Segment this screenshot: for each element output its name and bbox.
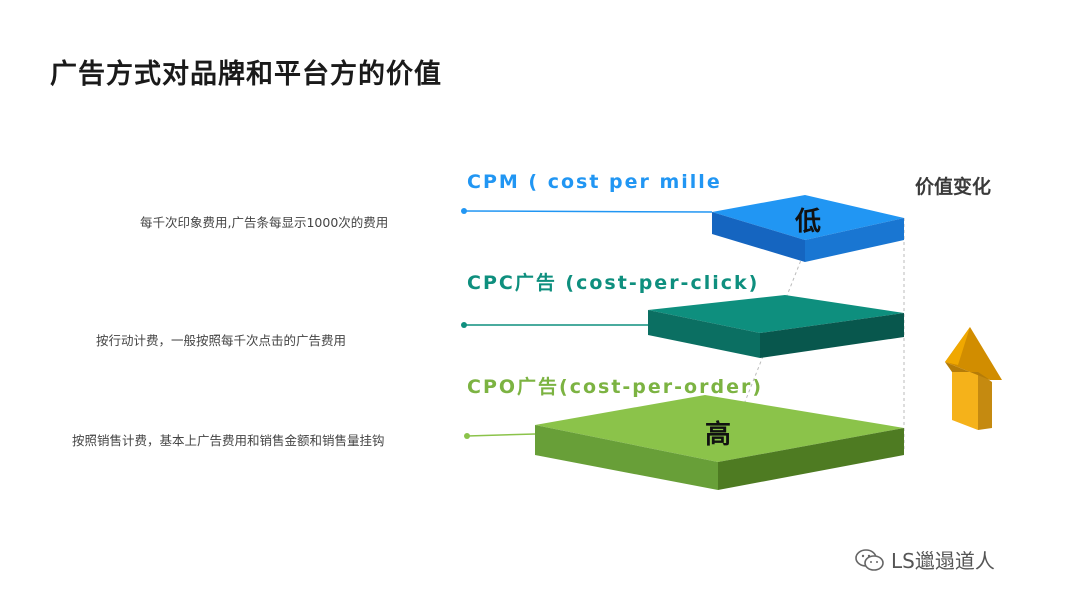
up-arrow-icon (945, 327, 1002, 430)
connector-cpm (461, 208, 713, 214)
tier-description-cpo: 按照销售计费，基本上广告费用和销售金额和销售量挂钩 (72, 433, 385, 448)
tier-label-cpm: CPM ( cost per mille (467, 171, 722, 193)
watermark: LS邋遢道人 (855, 545, 995, 574)
connector-cpo (464, 433, 536, 439)
page-title: 广告方式对品牌和平台方的价值 (50, 59, 442, 90)
value-change-label: 价值变化 (915, 176, 992, 198)
tier-label-cpo: CPO广告(cost-per-order) (467, 376, 764, 398)
wechat-icon (855, 548, 884, 571)
plate-cpc (648, 295, 904, 358)
plate-text-high: 高 (705, 419, 731, 450)
plate-text-low: 低 (794, 207, 821, 237)
tier-description-cpc: 按行动计费，一般按照每千次点击的广告费用 (96, 333, 347, 348)
watermark-text: LS邋遢道人 (891, 549, 995, 573)
tier-label-cpc: CPC广告 (cost-per-click) (467, 272, 760, 294)
tier-description-cpm: 每千次印象费用,广告条每显示1000次的费用 (140, 215, 389, 230)
plate-cpm (712, 195, 904, 262)
plate-cpo (535, 395, 904, 490)
connector-cpc (461, 322, 648, 328)
